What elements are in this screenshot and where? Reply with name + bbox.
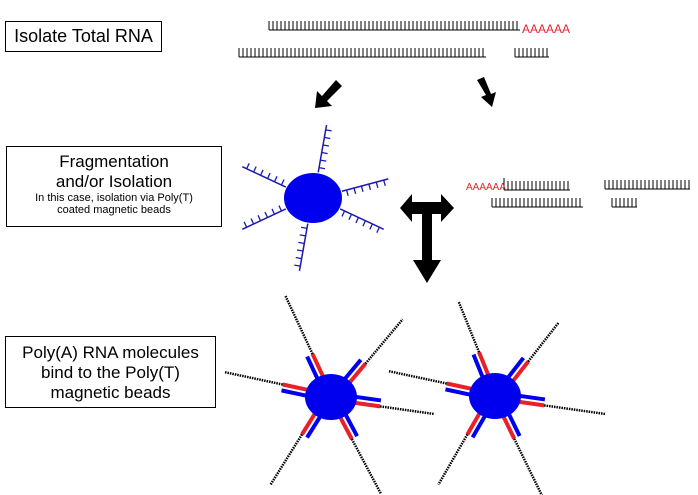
- bound-rna-strand: [223, 370, 309, 398]
- polyt-segment: [505, 356, 525, 380]
- rna-tail: [437, 433, 469, 486]
- rna-tail: [364, 318, 404, 365]
- rna-strand: [238, 48, 486, 58]
- polyt-segment: [471, 353, 486, 380]
- magnetic-bead: [284, 173, 342, 223]
- step-line2: bind to the Poly(T): [41, 363, 180, 382]
- polya-segment: [310, 353, 326, 379]
- polyt-strand: [341, 178, 389, 196]
- polyt-segment: [470, 413, 488, 439]
- polyt-segment: [506, 411, 522, 437]
- polyt-segment: [305, 355, 320, 381]
- bound-bead-left: [223, 294, 435, 495]
- polyt-strand: [339, 208, 385, 233]
- arrow-down-right-icon: [477, 77, 496, 107]
- polya-segment: [354, 400, 381, 409]
- rna-strand: [514, 48, 549, 58]
- arrow-down-left-icon: [315, 80, 342, 108]
- rna-tail: [350, 438, 383, 495]
- rna-strand-polya: [503, 181, 570, 191]
- polya-tail-label: AAAAAA: [522, 22, 570, 36]
- bound-rna-strand: [457, 300, 491, 380]
- polya-segment: [337, 415, 354, 440]
- rna-strand: [611, 198, 637, 208]
- bound-rna-strand: [269, 411, 323, 486]
- polyt-segment: [281, 388, 308, 398]
- rna-strand-polya: [268, 21, 520, 31]
- polya-segment: [347, 362, 367, 385]
- rna-tail: [283, 294, 314, 355]
- rna-tail: [269, 433, 304, 486]
- magnetic-bead: [469, 373, 521, 419]
- rna-tail: [457, 300, 481, 353]
- bound-rna-strand: [501, 411, 544, 495]
- bound-rna-strand: [437, 410, 488, 486]
- bound-rna-strand: [283, 294, 326, 381]
- polyt-bead: [241, 124, 389, 272]
- bound-bead-right: [387, 300, 606, 495]
- step-label: Isolate Total RNA: [14, 26, 153, 46]
- polya-tail-label: AAAAAA: [466, 182, 506, 193]
- polya-segment: [510, 360, 530, 384]
- rna-tail: [513, 438, 544, 495]
- polyt-strand: [317, 124, 332, 173]
- polya-segment: [282, 382, 309, 392]
- rna-tail: [527, 321, 560, 363]
- step-line1: Poly(A) RNA molecules: [22, 343, 199, 362]
- step-fragmentation-isolation: Fragmentation and/or Isolation In this c…: [6, 146, 222, 227]
- polya-segment: [477, 351, 491, 378]
- polya-segment: [300, 411, 318, 436]
- bound-rna-strand: [518, 393, 606, 416]
- polyt-strand: [241, 205, 287, 230]
- step-note-line1: In this case, isolation via Poly(T): [35, 192, 193, 204]
- polya-segment: [501, 414, 517, 440]
- rna-tail: [223, 370, 283, 386]
- step-polya-binding: Poly(A) RNA molecules bind to the Poly(T…: [5, 336, 216, 408]
- step-isolate-total-rna: Isolate Total RNA: [5, 21, 162, 52]
- bound-rna-strand: [342, 318, 404, 385]
- rna-strand: [491, 198, 583, 208]
- rna-tail: [543, 404, 606, 416]
- bound-rna-strand: [505, 321, 560, 384]
- polya-segment: [465, 410, 483, 436]
- polyt-segment: [518, 393, 546, 402]
- polyt-segment: [445, 387, 472, 397]
- rna-strand: [604, 180, 690, 190]
- bound-rna-strand: [354, 394, 435, 416]
- polyt-segment: [343, 412, 359, 438]
- magnetic-bead: [305, 374, 357, 420]
- rna-tail: [387, 369, 447, 385]
- step-line3: magnetic beads: [50, 383, 171, 402]
- bidirectional-arrow-icon: [400, 194, 454, 283]
- polyt-segment: [305, 414, 323, 439]
- bound-rna-strand: [387, 369, 473, 397]
- bound-rna-strand: [337, 412, 383, 495]
- polyt-segment: [342, 358, 363, 382]
- polyt-strand: [294, 223, 309, 272]
- step-note-line2: coated magnetic beads: [57, 204, 171, 216]
- rna-strands-group: [238, 21, 690, 208]
- polya-segment: [446, 381, 473, 391]
- rna-tail: [379, 405, 435, 416]
- step-title-line2: and/or Isolation: [55, 172, 173, 191]
- polya-segment: [518, 399, 545, 408]
- step-title-line1: Fragmentation: [59, 152, 169, 171]
- polyt-segment: [354, 394, 382, 403]
- polyt-strand: [241, 163, 287, 188]
